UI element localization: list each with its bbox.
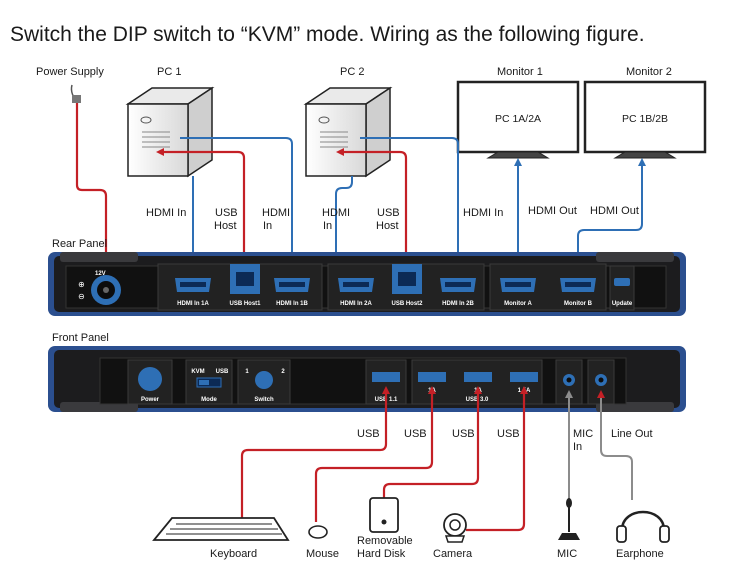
svg-text:⊖: ⊖ (78, 292, 85, 301)
page-title: Switch the DIP switch to “KVM” mode. Wir… (10, 23, 645, 46)
monitor1-label: Monitor 1 (497, 66, 543, 78)
power-adapter-icon (70, 84, 81, 103)
hdmi-in-2b-port[interactable] (440, 278, 476, 292)
update-port-label: Update (612, 301, 633, 307)
hard-disk-label-line1: Removable (357, 535, 413, 547)
keyboard-usb-cable (240, 386, 390, 518)
mode-label: Mode (201, 397, 217, 403)
pc1-tower-icon (125, 86, 215, 178)
wire-label-usb-keyboard: USB (357, 428, 380, 440)
wire-label-hdmi-1b: HDMI (262, 207, 290, 219)
power-button[interactable] (127, 359, 173, 405)
pc2-usb-host-cable (336, 148, 410, 266)
camera-usb-cable (466, 386, 528, 532)
wire-label-in-1b: In (263, 220, 272, 232)
pc1-usb-host-cable (156, 148, 248, 266)
hdmi-in-1b-label: HDMI In 1B (276, 301, 308, 307)
switch-1-label: 1 (245, 369, 249, 375)
hdmi-in-2a-port[interactable] (338, 278, 374, 292)
wire-label-hdmi-2a: HDMI (322, 207, 350, 219)
monitor1-screen-text: PC 1A/2A (495, 113, 541, 125)
wire-label-hdmi-out-b: HDMI Out (590, 205, 639, 217)
pc1-hdmi-1b-cable (180, 137, 296, 266)
power-cable (75, 103, 110, 284)
hdmi-in-1b-port[interactable] (274, 278, 310, 292)
mode-usb-label: USB (216, 369, 229, 375)
pc2-tower-icon (303, 86, 393, 178)
switch-label: Switch (254, 397, 274, 403)
earphone-icon (616, 510, 670, 543)
power-button-label: Power (141, 397, 160, 403)
usb30-port-1[interactable] (418, 372, 446, 382)
hdmi-in-2b-label: HDMI In 2B (442, 301, 474, 307)
hard-disk-icon (369, 497, 399, 533)
dc-power-port[interactable] (91, 275, 121, 305)
hdmi-in-1a-port[interactable] (175, 278, 211, 292)
mouse-usb-cable (314, 386, 436, 522)
microphone-icon (558, 498, 580, 540)
usb30-port-2[interactable] (464, 372, 492, 382)
pc1-label: PC 1 (157, 66, 181, 78)
pc2-hdmi-2b-cable (360, 137, 462, 266)
monitor1-icon (456, 80, 580, 159)
line-out-cable (597, 390, 633, 500)
monitor-a-label: Monitor A (504, 301, 532, 307)
pc2-hdmi-2a-cable (332, 176, 353, 266)
polarity-icon: ⊕ ⊖ (78, 280, 85, 301)
hard-disk-usb-cable (382, 386, 482, 498)
monitor-a-port[interactable] (500, 278, 536, 292)
mic-label: MIC (557, 548, 577, 560)
switch-2-label: 2 (281, 369, 285, 375)
keyboard-label: Keyboard (210, 548, 257, 560)
usb-host1-port[interactable] (230, 264, 260, 294)
hard-disk-label-line2: Hard Disk (357, 548, 406, 560)
update-port[interactable] (609, 265, 635, 311)
mode-dip-switch[interactable] (185, 359, 233, 405)
power-supply-label: Power Supply (36, 66, 104, 78)
hdmi-in-1a-label: HDMI In 1A (177, 301, 209, 307)
switch-button[interactable] (237, 359, 291, 405)
wire-label-usb-camera: USB (497, 428, 520, 440)
wire-label-hdmi-out-a: HDMI Out (528, 205, 577, 217)
mode-kvm-label: KVM (191, 369, 204, 375)
wire-label-usb-mouse: USB (404, 428, 427, 440)
wire-label-in-2a: In (323, 220, 332, 232)
usb-host2-port[interactable] (392, 264, 422, 294)
wire-label-usb-disk: USB (452, 428, 475, 440)
camera-icon (443, 513, 467, 543)
wire-label-host-1: Host (214, 220, 237, 232)
monitor-b-label: Monitor B (564, 301, 593, 307)
monitor-b-port[interactable] (560, 278, 596, 292)
wire-label-usb-1: USB (215, 207, 238, 219)
hdmi-out-monitor2-cable (577, 158, 646, 262)
usb-host1-label: USB Host1 (229, 301, 261, 307)
keyboard-icon (152, 517, 290, 541)
mouse-label: Mouse (306, 548, 339, 560)
earphone-label: Earphone (616, 548, 664, 560)
monitor2-screen-text: PC 1B/2B (622, 113, 668, 125)
pc2-label: PC 2 (340, 66, 364, 78)
camera-label: Camera (433, 548, 473, 560)
usb30-port-3[interactable] (510, 372, 538, 382)
dc-port-label: 12V (95, 271, 106, 277)
wire-label-hdmi-in-1: HDMI In (146, 207, 186, 219)
wire-label-mic: MIC (573, 428, 593, 440)
usb-host2-label: USB Host2 (391, 301, 423, 307)
svg-text:⊕: ⊕ (78, 280, 85, 289)
wire-label-usb-2: USB (377, 207, 400, 219)
wire-label-hdmi-in-2b: HDMI In (463, 207, 503, 219)
wire-label-host-2: Host (376, 220, 399, 232)
rear-panel-label: Rear Panel (52, 238, 107, 250)
wire-label-line-out: Line Out (611, 428, 653, 440)
front-panel-label: Front Panel (52, 332, 109, 344)
wire-label-mic-in: In (573, 441, 582, 453)
monitor2-icon (583, 80, 707, 159)
monitor2-label: Monitor 2 (626, 66, 672, 78)
mouse-icon (308, 525, 328, 539)
hdmi-in-2a-label: HDMI In 2A (340, 301, 372, 307)
